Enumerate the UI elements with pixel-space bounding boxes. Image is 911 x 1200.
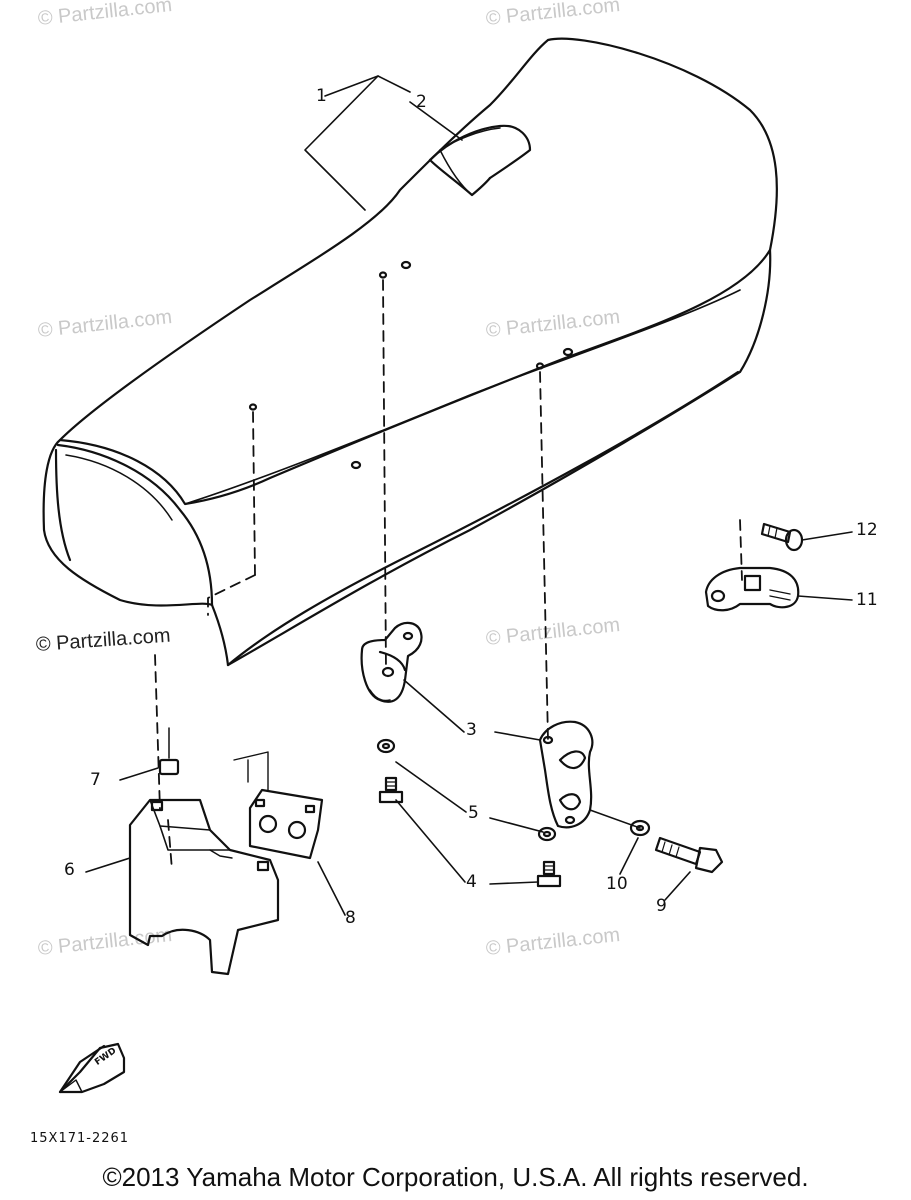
leader-1-2 [305, 76, 462, 210]
bracket-3-right [540, 722, 592, 828]
part-12 [762, 524, 802, 550]
copyright-notice: ©2013 Yamaha Motor Corporation, U.S.A. A… [102, 1162, 809, 1192]
seat [44, 39, 777, 665]
callout-3: 3 [466, 720, 477, 740]
plate-8 [234, 752, 322, 858]
washer-10 [631, 821, 649, 835]
callout-10: 10 [606, 874, 628, 894]
bolt-9 [656, 838, 722, 872]
collar-7 [160, 728, 178, 774]
callout-5: 5 [468, 803, 479, 823]
fwd-arrow [60, 1044, 124, 1092]
callout-7: 7 [90, 770, 101, 790]
washer-5 [378, 740, 555, 840]
callout-11: 11 [856, 590, 878, 610]
callout-9: 9 [656, 896, 667, 916]
bracket-3-left [362, 623, 422, 702]
callout-1: 1 [316, 86, 327, 106]
callout-2: 2 [416, 92, 427, 112]
bolt-4 [380, 778, 560, 886]
callout-8: 8 [345, 908, 356, 928]
diagram-code: 15X171-2261 [30, 1131, 130, 1146]
assembly-lines [155, 280, 742, 870]
callout-4: 4 [466, 872, 477, 892]
callout-leaders [86, 532, 852, 915]
callout-6: 6 [64, 860, 75, 880]
part-11 [706, 568, 798, 610]
callout-12: 12 [856, 520, 878, 540]
bracket-6 [130, 800, 278, 974]
